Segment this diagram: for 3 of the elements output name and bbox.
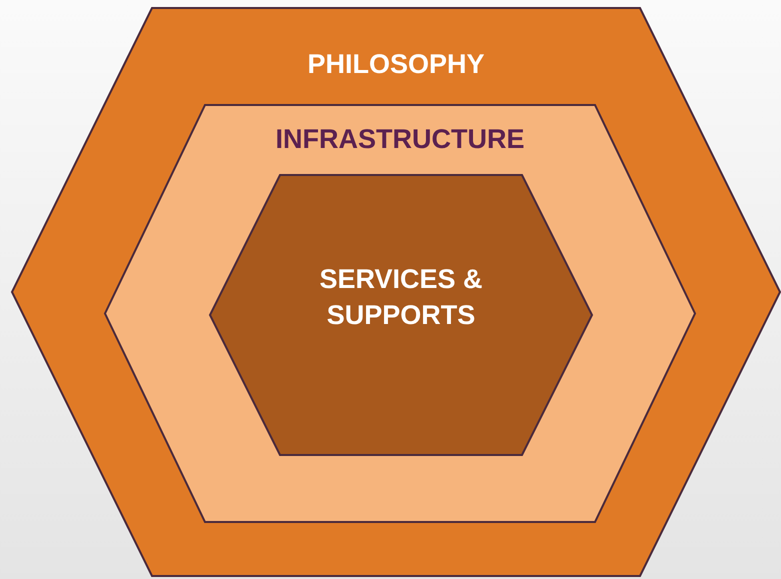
layer-title: SERVICES & SUPPORTS <box>318 263 484 332</box>
layer-title: PHILOSOPHY <box>307 48 485 81</box>
layer-title: INFRASTRUCTURE <box>276 123 524 156</box>
